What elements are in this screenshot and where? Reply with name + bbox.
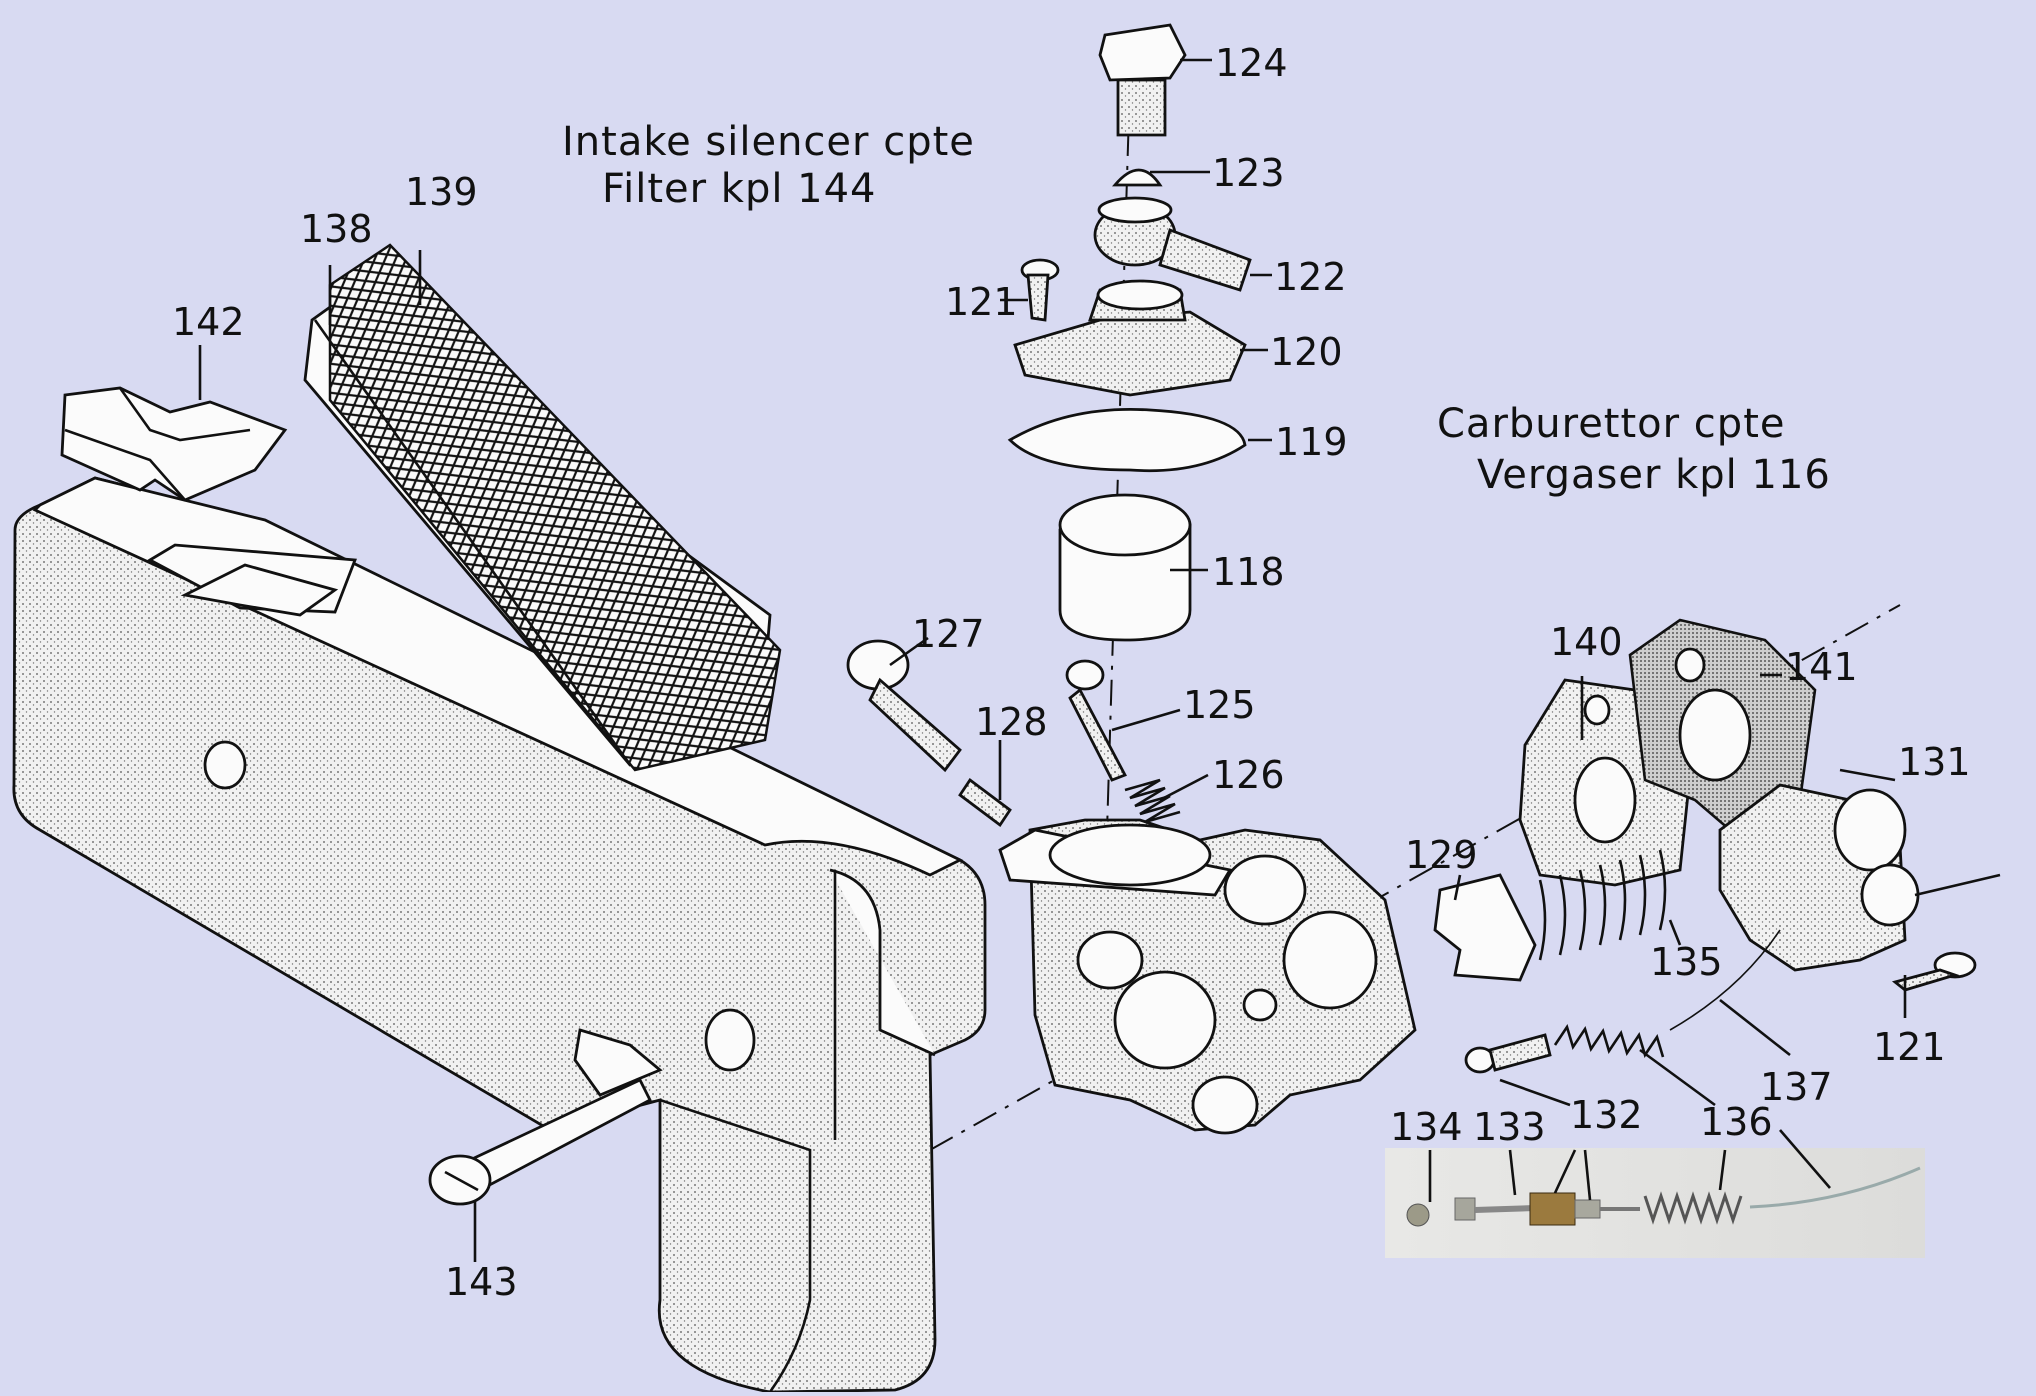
part-141-flange bbox=[1628, 618, 1817, 832]
label-141: 141 bbox=[1785, 645, 1858, 689]
cable-photo-inset bbox=[1385, 1148, 1925, 1258]
part-140-gasket bbox=[1518, 678, 1692, 887]
label-133: 133 bbox=[1473, 1105, 1546, 1149]
carburettor-body bbox=[998, 818, 1417, 1135]
part-number-labels: 124 123 122 121 120 119 118 127 128 125 … bbox=[172, 41, 1971, 1304]
label-142: 142 bbox=[172, 300, 245, 344]
part-128-jet bbox=[958, 777, 1012, 828]
label-127: 127 bbox=[912, 612, 985, 656]
label-131: 131 bbox=[1898, 740, 1971, 784]
label-121-top: 121 bbox=[945, 280, 1018, 324]
intake-caption-en: Intake silencer cpte bbox=[562, 119, 975, 165]
intake-silencer-housing bbox=[12, 476, 987, 1394]
part-127-bolt bbox=[846, 639, 962, 773]
label-118: 118 bbox=[1212, 550, 1285, 594]
label-132: 132 bbox=[1570, 1093, 1643, 1137]
label-135: 135 bbox=[1650, 940, 1723, 984]
label-123: 123 bbox=[1212, 151, 1285, 195]
part-135-spring bbox=[1538, 849, 1667, 961]
part-131-top bbox=[1718, 783, 1920, 972]
carb-caption-de: Vergaser kpl 116 bbox=[1477, 452, 1831, 498]
part-121-screw-right bbox=[1891, 951, 1977, 992]
intake-caption-de: Filter kpl 144 bbox=[602, 166, 877, 212]
part-123-cap bbox=[1112, 168, 1163, 187]
label-126: 126 bbox=[1212, 753, 1285, 797]
label-140: 140 bbox=[1550, 620, 1623, 664]
part-142-clip bbox=[60, 386, 288, 502]
part-124-banjo-bolt bbox=[1098, 23, 1187, 137]
label-120: 120 bbox=[1270, 330, 1343, 374]
part-120-cover bbox=[1013, 279, 1247, 397]
part-118-float bbox=[1058, 493, 1192, 642]
carb-caption-en: Carburettor cpte bbox=[1437, 401, 1785, 447]
label-137: 137 bbox=[1760, 1065, 1833, 1109]
part-122-banjo-union bbox=[1093, 196, 1252, 292]
label-124: 124 bbox=[1215, 41, 1288, 85]
label-134: 134 bbox=[1390, 1105, 1463, 1149]
label-136: 136 bbox=[1700, 1100, 1773, 1144]
label-139: 139 bbox=[405, 170, 478, 214]
part-138-139-filter-pad bbox=[303, 243, 782, 772]
part-129-slide bbox=[1433, 873, 1537, 982]
label-122: 122 bbox=[1274, 255, 1347, 299]
part-121-screw-top bbox=[1020, 258, 1060, 322]
part-143-long-screw bbox=[428, 1078, 652, 1206]
label-125: 125 bbox=[1183, 683, 1256, 727]
label-121-right: 121 bbox=[1873, 1025, 1946, 1069]
part-126-spring bbox=[1124, 778, 1181, 824]
throttle-cable-end bbox=[1914, 873, 2001, 897]
part-125-needle-screw bbox=[1065, 659, 1127, 782]
label-128: 128 bbox=[975, 700, 1048, 744]
label-138: 138 bbox=[300, 207, 373, 251]
label-143: 143 bbox=[445, 1260, 518, 1304]
label-129: 129 bbox=[1405, 833, 1478, 877]
label-119: 119 bbox=[1275, 420, 1348, 464]
leader-lines bbox=[198, 58, 1907, 1262]
horizontal-axis-line bbox=[929, 604, 1901, 1151]
part-119-gasket bbox=[1007, 408, 1247, 473]
